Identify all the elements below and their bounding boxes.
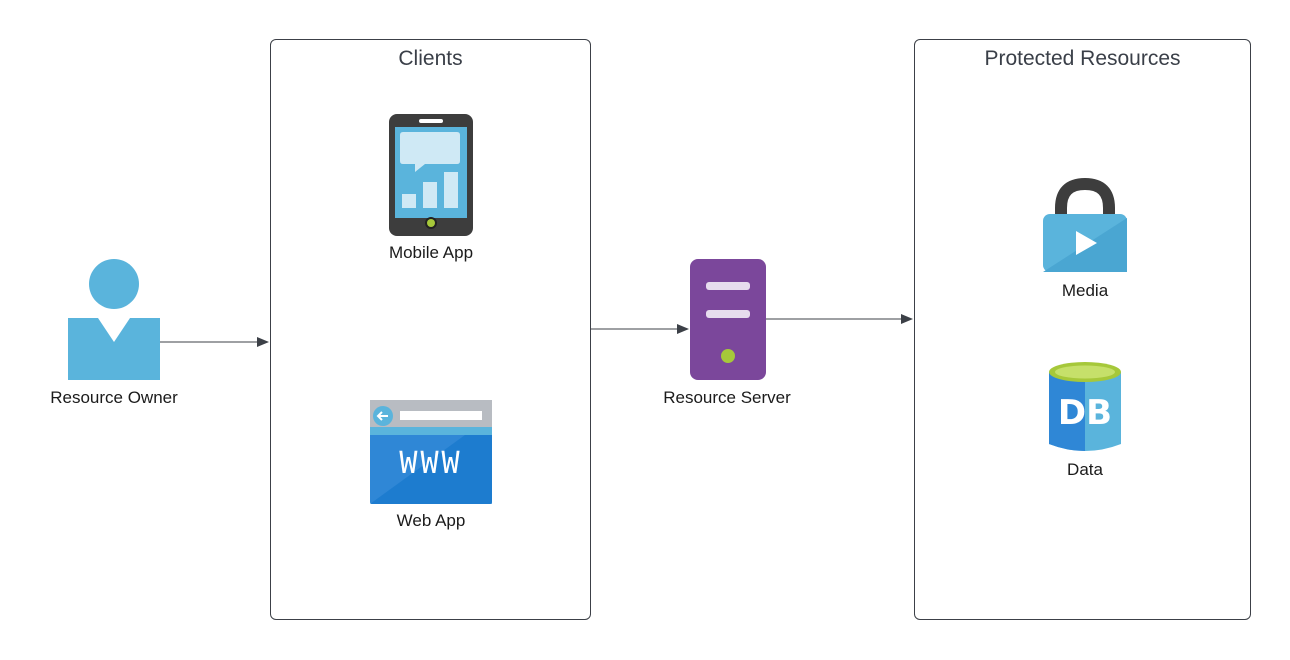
browser-window-icon	[370, 400, 492, 504]
mobile-app-label: Mobile App	[388, 243, 474, 262]
web-app-label: Web App	[396, 511, 466, 530]
resource-owner-label: Resource Owner	[50, 388, 178, 407]
mobile-phone-icon	[389, 114, 473, 236]
database-icon	[1049, 362, 1121, 451]
db-badge: DB	[1057, 393, 1113, 433]
media-label: Media	[1061, 281, 1109, 300]
clients-title: Clients	[398, 47, 463, 70]
data-label: Data	[1067, 460, 1103, 479]
lock-play-icon	[1043, 178, 1127, 272]
www-badge: WWW	[399, 446, 463, 481]
resource-server-label: Resource Server	[663, 388, 791, 407]
person-icon	[68, 259, 160, 380]
protected-resources-title: Protected Resources	[984, 47, 1181, 70]
server-icon	[690, 259, 766, 380]
protected-resources-container[interactable]: Protected Resources	[914, 39, 1251, 620]
